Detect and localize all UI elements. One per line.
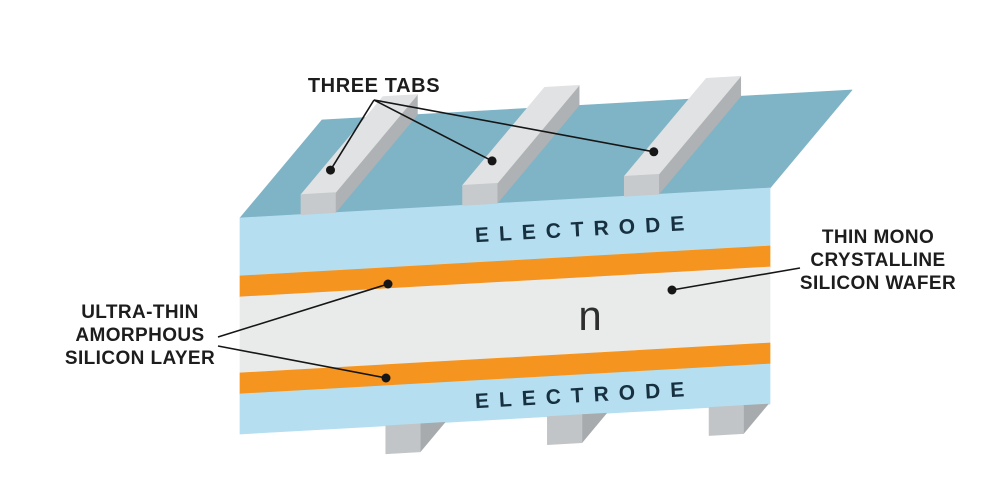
wafer-n-label: n <box>578 292 601 339</box>
bottom-tab-front-face <box>708 405 744 436</box>
electrode-bottom-front-face <box>239 363 771 435</box>
bottom-tab-3 <box>708 403 769 436</box>
leader-line-tab-1 <box>329 99 375 171</box>
leader-dot-tab-1 <box>326 165 335 175</box>
bottom-tab-side-face <box>581 412 607 443</box>
amorphous-label-line-2: AMORPHOUS <box>75 325 204 346</box>
leader-line-amorphous-bottom <box>217 345 387 379</box>
amorphous-label-line-1: ULTRA-THIN <box>81 302 199 323</box>
bottom-tab-front-face <box>385 423 421 455</box>
leader-line-wafer <box>671 267 801 291</box>
bottom-tab-2 <box>547 412 607 445</box>
leader-dot-wafer <box>667 285 677 295</box>
leader-dot-amorphous-bottom <box>381 373 391 383</box>
tab-front-face <box>300 192 336 215</box>
thin-mono-label-line-2: CRYSTALLINE <box>810 250 945 271</box>
tab-front-face <box>462 183 498 206</box>
three-tabs-label: THREE TABS <box>308 75 440 97</box>
thin-mono-label-line-1: THIN MONO <box>822 227 934 248</box>
leader-line-tab-3 <box>373 99 654 153</box>
bottom-tab-front-face <box>547 414 583 445</box>
leader-dot-amorphous-top <box>383 279 393 289</box>
bottom-tab-side-face <box>419 422 446 453</box>
amorphous-label-line-3: SILICON LAYER <box>65 348 215 369</box>
bottom-tab-1 <box>385 422 446 455</box>
leader-line-amorphous-top <box>217 283 389 338</box>
leader-dot-tab-3 <box>649 147 659 157</box>
tab-front-face <box>623 173 660 197</box>
bottom-tab-side-face <box>743 403 769 434</box>
leader-dot-tab-2 <box>487 156 497 166</box>
leader-line-tab-2 <box>373 99 493 162</box>
thin-mono-label-line-3: SILICON WAFER <box>800 273 956 294</box>
